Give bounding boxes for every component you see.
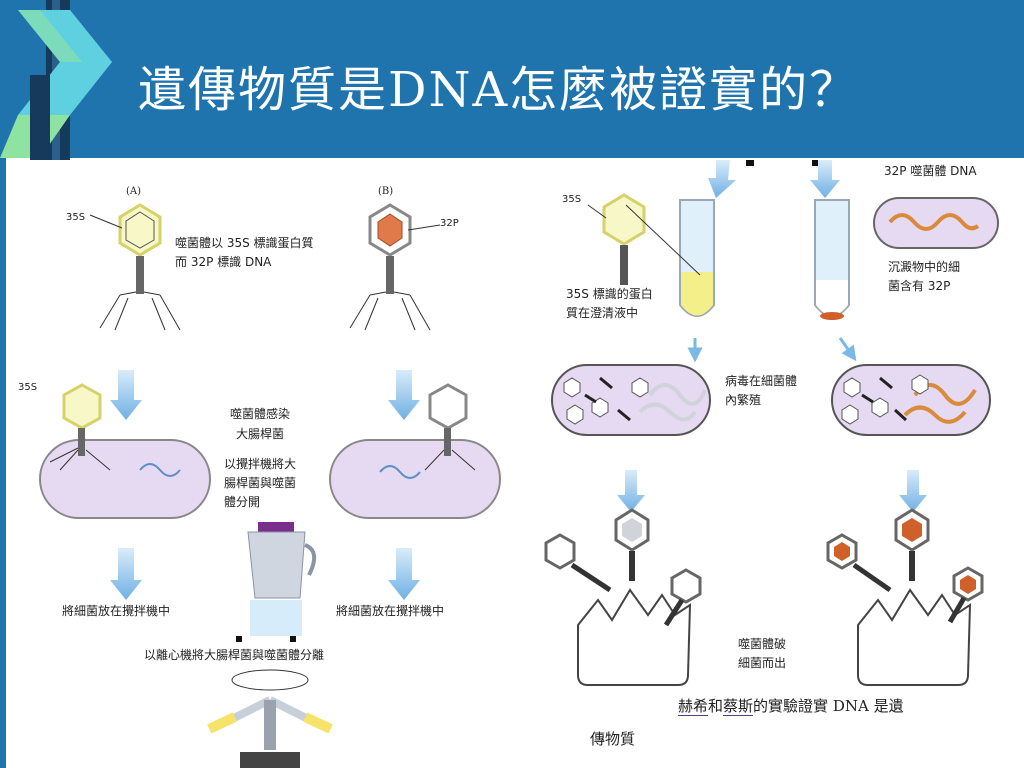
bacterium-a — [39, 383, 211, 519]
label-blender-2: 腸桿菌與噬菌 — [224, 476, 297, 490]
flow-arrows-right — [617, 160, 927, 512]
phage-b-top — [349, 203, 441, 331]
label-phage-marking-1: 噬菌體以 35S 標識蛋白質 — [175, 236, 314, 250]
s35-label: 35S — [66, 212, 86, 223]
caption-name-hershey: 赫希 — [678, 697, 709, 716]
sidebar-strip — [0, 158, 6, 768]
panel-b-label: (B) — [378, 186, 394, 197]
label-blender-1: 以攪拌機將大 — [224, 457, 297, 471]
label-infect-2: 大腸桿菌 — [236, 427, 285, 441]
caption-and: 和 — [708, 697, 724, 715]
label-virus-reproduce-1: 病毒在細菌體 — [725, 374, 798, 388]
label-sediment-1: 沉澱物中的細 — [888, 260, 961, 274]
slide-header — [0, 0, 1024, 158]
label-put-blender-right: 將細菌放在攪拌機中 — [336, 604, 445, 618]
tube-sediment — [814, 199, 850, 320]
caption-text: 的實驗證實 DNA 是遺 — [753, 697, 904, 715]
p32-label: 32P — [440, 218, 459, 229]
label-s35-supernatant-2: 質在澄清液中 — [566, 306, 639, 320]
label-blender-3: 體分開 — [224, 495, 261, 509]
label-s35-supernatant-1: 35S 標識的蛋白 — [566, 287, 653, 301]
label-centrifuge: 以離心機將大腸桿菌與噬菌體分離 — [144, 648, 325, 662]
bursting-bacterium-left — [544, 508, 702, 686]
flow-arrows-left — [110, 370, 420, 600]
caption-name-chase: 蔡斯 — [723, 697, 754, 716]
label-s35-tube: 35S — [562, 194, 582, 205]
figure-caption-line1: 赫希和蔡斯的實驗證實 DNA 是遺 — [678, 695, 904, 716]
label-burst-2: 細菌而出 — [738, 656, 787, 670]
bacterium-reproduce-left — [551, 364, 711, 436]
label-put-blender-left: 將細菌放在攪拌機中 — [62, 604, 171, 618]
bacterium-b — [329, 383, 501, 519]
tube-supernatant — [679, 199, 715, 317]
p32-dna-capsule — [873, 197, 999, 249]
bursting-bacterium-right — [826, 508, 984, 686]
bacterium-reproduce-right — [831, 364, 991, 436]
blender — [236, 522, 317, 642]
hershey-chase-figure — [39, 160, 999, 768]
label-infect-1: 噬菌體感染 — [230, 407, 291, 421]
label-phage-marking-2: 而 32P 標識 DNA — [175, 255, 272, 269]
phage-a-top — [89, 203, 181, 331]
figure-caption-line2: 傳物質 — [590, 730, 636, 748]
phage-s35-right — [587, 193, 701, 285]
label-burst-1: 噬菌體破 — [738, 637, 787, 651]
ribbon-logo-icon — [0, 0, 112, 160]
s35-label-lower: 35S — [18, 382, 38, 393]
label-virus-reproduce-2: 內繁殖 — [725, 393, 762, 407]
centrifuge — [207, 669, 333, 768]
panel-a-label: (A) — [126, 186, 142, 197]
slide-title: 遺傳物質是DNA怎麼被證實的？ — [138, 62, 860, 118]
label-sediment-2: 菌含有 32P — [888, 279, 951, 293]
label-p32-phage-dna: 32P 噬菌體 DNA — [884, 164, 977, 178]
